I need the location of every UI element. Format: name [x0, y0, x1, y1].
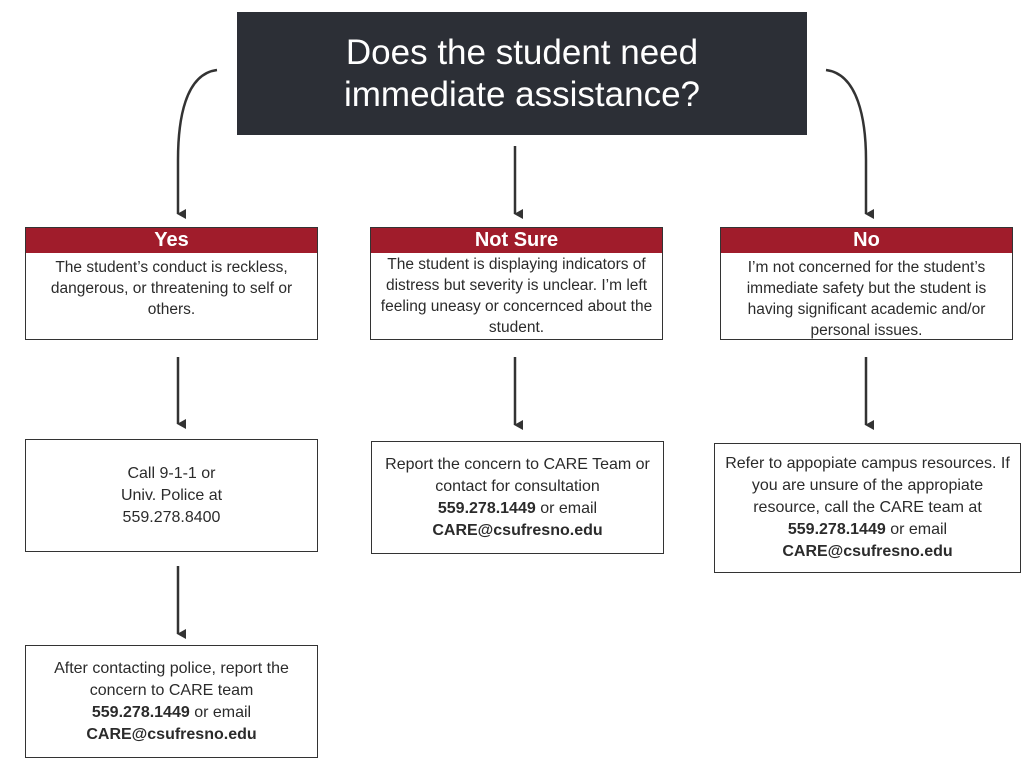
- call-line-1: Call 9-1-1 or: [127, 464, 216, 482]
- care-email[interactable]: CARE@csufresno.edu: [782, 543, 953, 560]
- care-phone: 559.278.1449: [91, 703, 190, 721]
- not-sure-header: Not Sure: [371, 228, 662, 253]
- report-after-police-box: After contacting police, report the conc…: [25, 645, 318, 758]
- police-phone: 559.278.8400: [122, 508, 221, 526]
- care-email[interactable]: CARE@csufresno.edu: [432, 521, 603, 539]
- not-sure-card: Not Sure The student is displaying indic…: [370, 227, 663, 340]
- question-box: Does the student need immediate assistan…: [237, 12, 807, 135]
- not-sure-description: The student is displaying indicators of …: [380, 256, 653, 336]
- arrow-to-no: [825, 68, 874, 219]
- no-card: No I’m not concerned for the student’s i…: [720, 227, 1013, 340]
- no-header: No: [721, 228, 1012, 253]
- care-phone: 559.278.1449: [437, 499, 536, 517]
- report-after-police-text: After contacting police, report the conc…: [54, 659, 289, 699]
- question-text: Does the student need immediate assistan…: [344, 32, 700, 114]
- refer-resources-text: Refer to appopiate campus resources. If …: [725, 455, 1010, 516]
- no-description: I’m not concerned for the student’s imme…: [746, 259, 987, 339]
- or-email-text: or email: [890, 521, 948, 538]
- yes-description: The student’s conduct is reckless, dange…: [50, 259, 293, 318]
- arrow-to-yes: [176, 68, 218, 219]
- or-email-text: or email: [194, 703, 252, 721]
- call-line-2: Univ. Police at: [120, 486, 223, 504]
- yes-card: Yes The student’s conduct is reckless, d…: [25, 227, 318, 340]
- refer-resources-box: Refer to appopiate campus resources. If …: [714, 443, 1021, 573]
- report-consultation-box: Report the concern to CARE Team or conta…: [371, 441, 664, 554]
- report-consultation-text: Report the concern to CARE Team or conta…: [385, 455, 650, 495]
- call-police-box: Call 9-1-1 or Univ. Police at 559.278.84…: [25, 439, 318, 552]
- care-email[interactable]: CARE@csufresno.edu: [86, 725, 257, 743]
- care-phone: 559.278.1449: [787, 521, 886, 538]
- or-email-text: or email: [540, 499, 598, 517]
- yes-header: Yes: [26, 228, 317, 253]
